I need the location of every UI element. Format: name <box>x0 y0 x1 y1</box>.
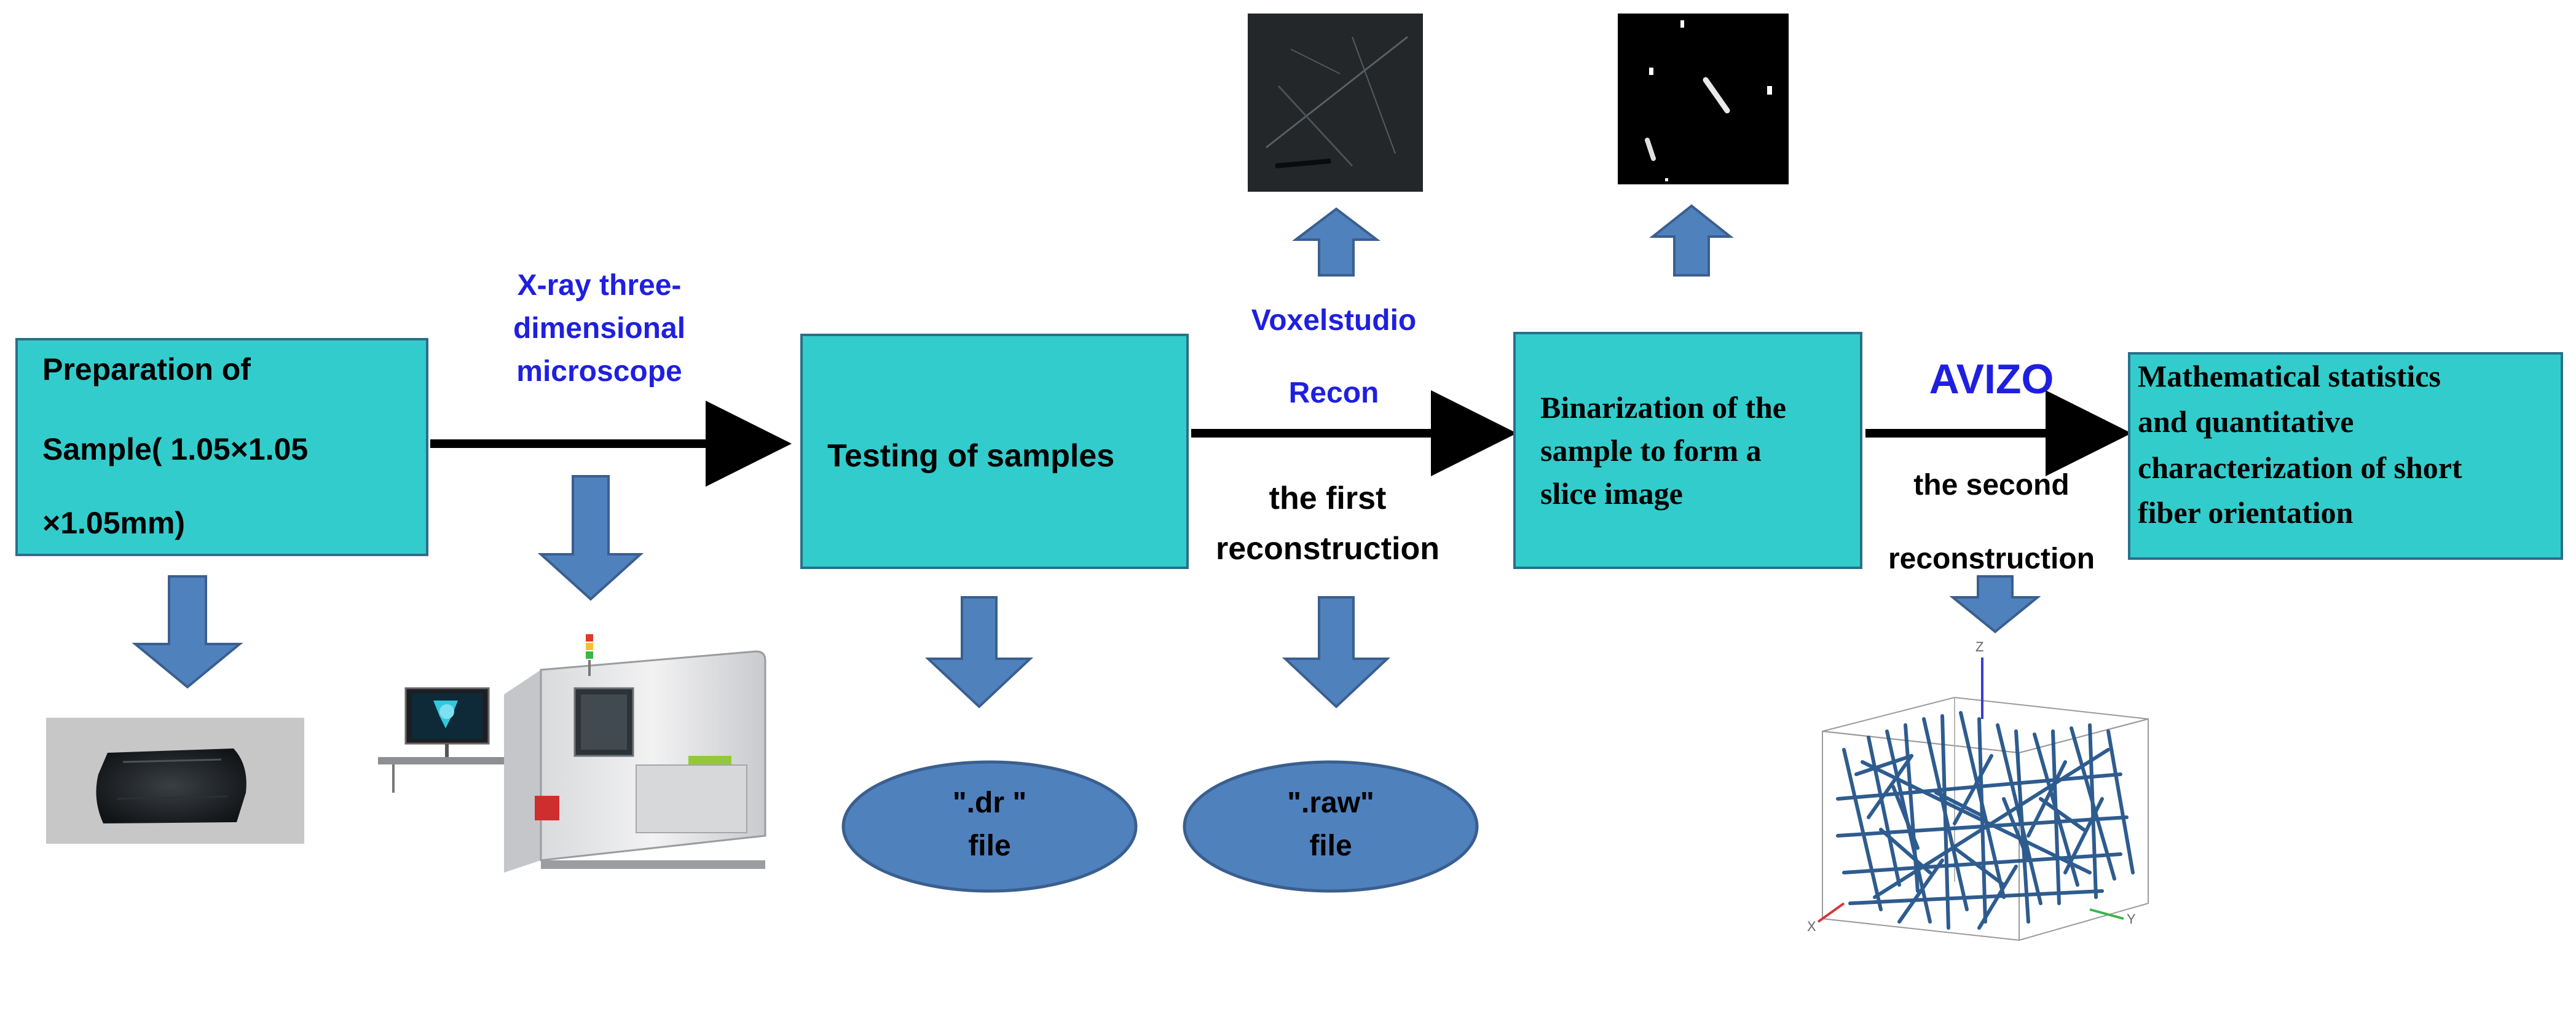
grayscale-slice-image <box>1248 14 1423 192</box>
down-arrow-raw <box>1282 596 1391 709</box>
second-reconstruction-label: the second reconstruction <box>1869 449 2114 596</box>
dr-file-line2: file <box>968 830 1011 862</box>
raw-file-line1: ".raw" <box>1287 787 1374 819</box>
first-reconstruction-label: the first reconstruction <box>1192 473 1463 574</box>
binary-slice-image <box>1618 14 1789 184</box>
first-recon-line1: the first <box>1269 481 1387 516</box>
raw-file-label: ".raw" file <box>1202 782 1460 868</box>
second-recon-line1: the second <box>1913 469 2070 501</box>
dr-file-label: ".dr " file <box>861 782 1119 868</box>
down-arrow-microscope <box>537 475 644 601</box>
xray-label-line3: microscope <box>516 355 682 388</box>
up-arrow-binary <box>1649 204 1734 277</box>
preparation-line3: ×1.05mm) <box>42 506 186 540</box>
dr-file-ellipse <box>841 760 1138 893</box>
preparation-line1: Preparation of <box>42 352 251 387</box>
axis-x-label: X <box>1807 919 1816 934</box>
raw-file-line2: file <box>1309 830 1352 862</box>
down-arrow-prep <box>132 575 243 689</box>
down-arrow-dr <box>924 596 1034 709</box>
recon-label: Recon <box>1288 377 1379 409</box>
voxelstudio-label: Voxelstudio <box>1251 304 1417 337</box>
math-box: Mathematical statistics and quantitative… <box>2128 352 2563 560</box>
first-recon-line2: reconstruction <box>1215 531 1440 567</box>
axis-z-label: Z <box>1975 639 1984 654</box>
testing-box: Testing of samples <box>800 334 1189 569</box>
preparation-box: Preparation of Sample( 1.05×1.05 ×1.05mm… <box>15 338 428 556</box>
dr-file-line1: ".dr " <box>952 787 1027 819</box>
xray-microscope-label: X-ray three- dimensional microscope <box>467 264 731 393</box>
xray-microscope-machine <box>378 634 766 873</box>
testing-label: Testing of samples <box>827 438 1115 474</box>
math-line1: Mathematical statistics <box>2138 359 2441 393</box>
binarization-line2: sample to form a <box>1540 433 1762 468</box>
binarization-line1: Binarization of the <box>1540 390 1786 425</box>
second-recon-line2: reconstruction <box>1888 543 2095 575</box>
sample-photo <box>46 718 304 844</box>
fiber-3d-reconstruction <box>1817 658 2149 941</box>
axis-y-label: Y <box>2127 911 2136 927</box>
math-line4: fiber orientation <box>2138 495 2353 530</box>
preparation-line2: Sample( 1.05×1.05 <box>42 432 309 466</box>
math-line2: and quantitative <box>2138 404 2354 439</box>
xray-label-line2: dimensional <box>513 312 686 345</box>
down-arrow-avizo <box>1949 575 2041 634</box>
math-line3: characterization of short <box>2138 450 2462 485</box>
binarization-line3: slice image <box>1540 476 1683 511</box>
binarization-box: Binarization of the sample to form a sli… <box>1513 332 1862 569</box>
xray-label-line1: X-ray three- <box>517 269 682 302</box>
up-arrow-grayscale <box>1292 207 1381 277</box>
avizo-label: AVIZO <box>1929 356 2054 403</box>
raw-file-ellipse <box>1183 760 1479 893</box>
